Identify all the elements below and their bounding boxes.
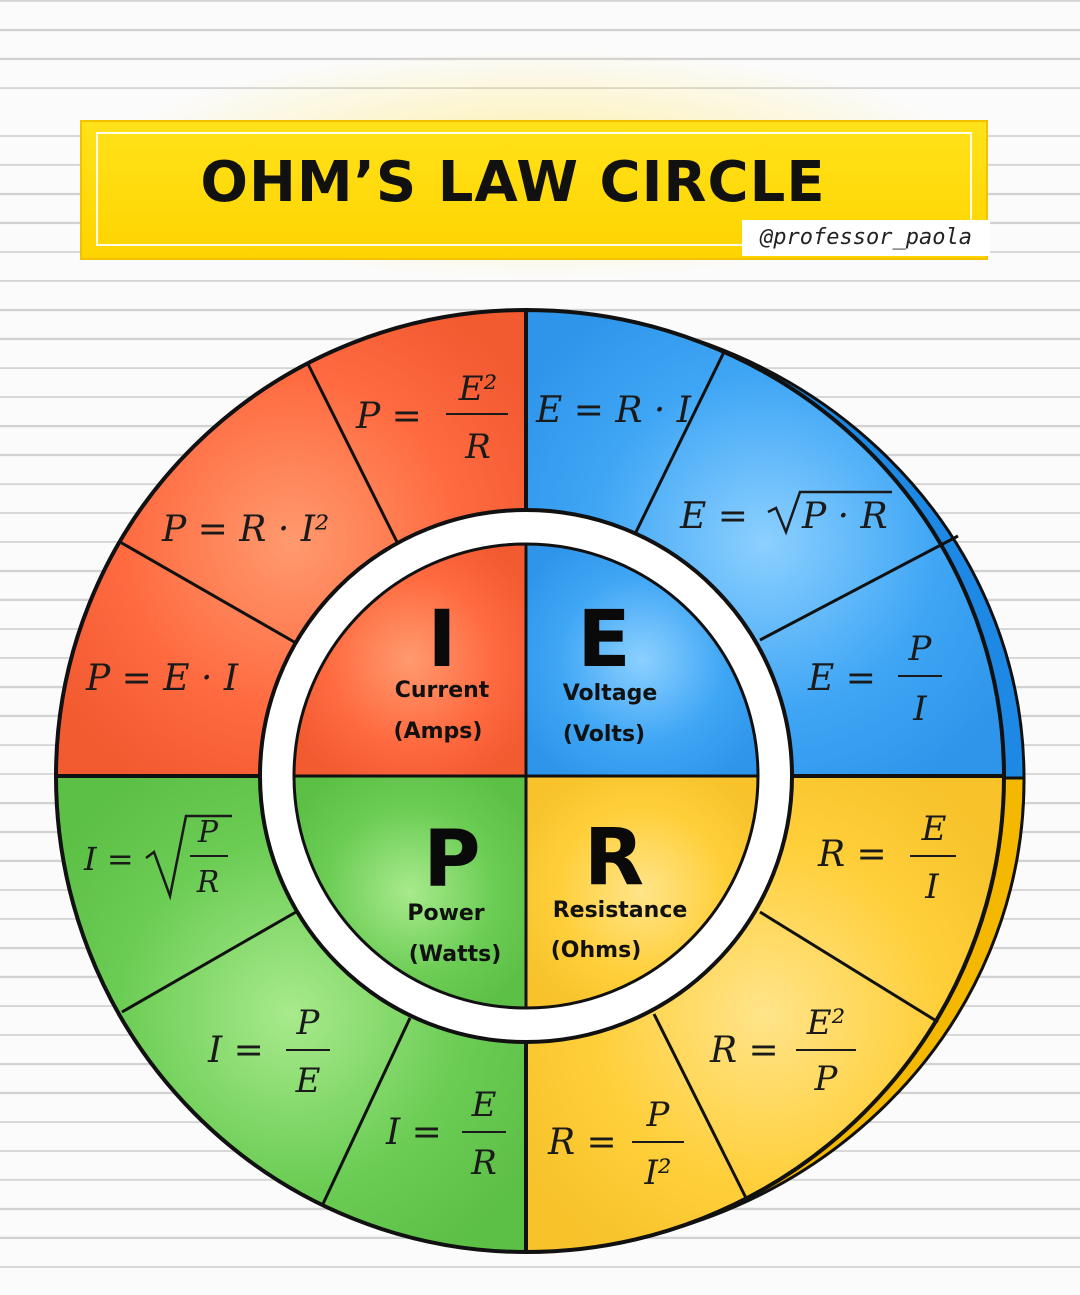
divider-red-1 xyxy=(119,540,297,645)
svg-text:I =: I = xyxy=(83,840,134,878)
svg-text:R =: R = xyxy=(709,1030,779,1071)
divider-yellow-2 xyxy=(652,1013,748,1199)
inner-quadrant-current xyxy=(292,542,528,778)
label-voltage: Voltage xyxy=(563,681,658,706)
svg-text:R: R xyxy=(470,1143,497,1183)
divider-blue-2 xyxy=(759,534,959,642)
formula-e-equals-r-times-i: E = R · I xyxy=(535,390,692,431)
svg-text:E²: E² xyxy=(806,1003,845,1043)
symbol-resistance: R xyxy=(584,813,644,903)
svg-text:I =: I = xyxy=(207,1030,264,1071)
svg-text:E =: E = xyxy=(807,658,876,699)
inner-quadrant-power xyxy=(292,774,528,1010)
svg-text:R: R xyxy=(196,865,220,900)
label-current: Current xyxy=(395,678,490,703)
svg-text:E: E xyxy=(921,809,947,849)
svg-text:P: P xyxy=(197,815,219,850)
banner-border xyxy=(96,132,972,246)
svg-text:P: P xyxy=(646,1095,671,1135)
svg-text:I²: I² xyxy=(643,1153,671,1193)
svg-text:P: P xyxy=(296,1003,321,1043)
svg-text:P: P xyxy=(814,1059,839,1099)
divider-green-1 xyxy=(320,1017,412,1207)
formula-r-equals-e-over-i: R = E I xyxy=(817,809,956,907)
author-handle: @professor_paola xyxy=(742,220,990,256)
formula-i-equals-sqrt-p-over-r: I = P R xyxy=(83,814,232,901)
formula-e-equals-sqrt-p-times-r: E = P · R xyxy=(679,490,892,537)
svg-text:I: I xyxy=(924,867,939,907)
symbol-power: P xyxy=(423,815,480,905)
svg-text:I: I xyxy=(912,689,927,729)
formula-e-equals-p-over-i: E = P I xyxy=(807,629,942,729)
symbol-voltage: E xyxy=(577,595,630,685)
formula-r-equals-p-over-i-squared: R = P I² xyxy=(547,1095,684,1193)
formula-r-equals-e-squared-over-p: R = E² P xyxy=(709,1003,856,1099)
formula-p-equals-r-times-i-squared: P = R · I² xyxy=(161,509,329,550)
formula-p-equals-e-squared-over-r: P = E² R xyxy=(355,369,508,467)
divider-yellow-1 xyxy=(759,910,939,1024)
page-title: OHM’S LAW CIRCLE xyxy=(200,150,826,215)
title-banner: OHM’S LAW CIRCLE @professor_paola xyxy=(80,120,990,260)
symbol-current: I xyxy=(427,595,456,685)
svg-text:E: E xyxy=(295,1061,321,1101)
svg-text:P · R: P · R xyxy=(801,496,888,537)
inner-quadrant-voltage xyxy=(524,542,760,778)
formula-i-equals-p-over-e: I = P E xyxy=(207,1003,330,1101)
unit-resistance: (Ohms) xyxy=(551,938,642,963)
divider-red-2 xyxy=(306,363,400,545)
svg-text:E²: E² xyxy=(458,369,497,409)
svg-text:E: E xyxy=(471,1085,497,1125)
svg-text:R =: R = xyxy=(817,834,887,875)
label-power: Power xyxy=(407,901,484,926)
unit-current: (Amps) xyxy=(394,719,483,744)
svg-text:E =: E = xyxy=(679,496,748,537)
unit-voltage: (Volts) xyxy=(563,722,645,747)
svg-text:R: R xyxy=(464,427,491,467)
divider-green-2 xyxy=(121,910,297,1014)
formula-p-equals-e-times-i: P = E · I xyxy=(85,658,239,699)
svg-text:R =: R = xyxy=(547,1122,617,1163)
unit-power: (Watts) xyxy=(409,942,502,967)
formula-i-equals-e-over-r: I = E R xyxy=(385,1085,506,1183)
ring-dividers xyxy=(119,351,959,1207)
svg-text:P: P xyxy=(908,629,933,669)
inner-quadrant-resistance xyxy=(524,774,760,1010)
label-resistance: Resistance xyxy=(553,898,688,923)
svg-text:I =: I = xyxy=(385,1112,442,1153)
divider-blue-1 xyxy=(634,351,726,533)
svg-text:P =: P = xyxy=(355,396,422,437)
